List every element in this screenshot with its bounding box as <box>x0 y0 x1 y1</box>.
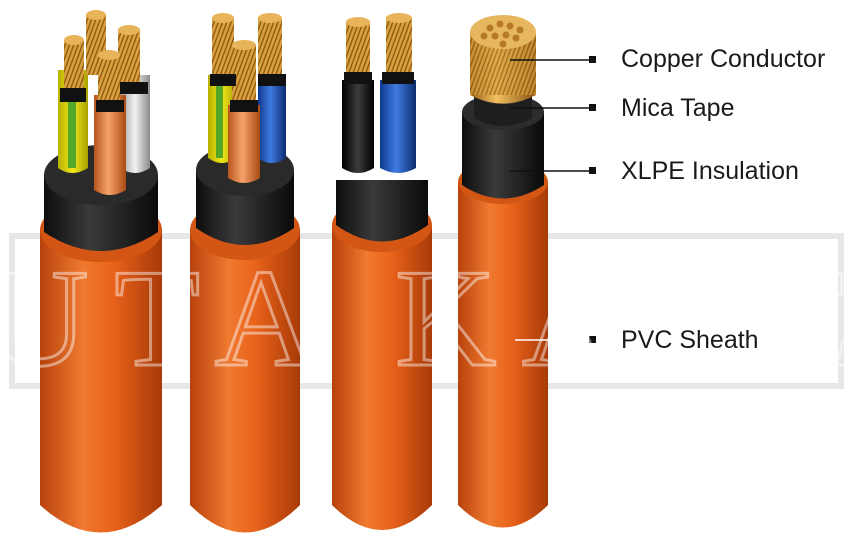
copper-conductor-label: Copper Conductor <box>621 45 826 73</box>
core-brown <box>228 105 260 183</box>
core-black <box>342 80 374 173</box>
pvc-sheath <box>332 225 432 530</box>
cable-1-core-cutaway <box>458 15 548 528</box>
xlpe-insulation-label: XLPE Insulation <box>621 157 799 185</box>
core-blue <box>380 80 416 173</box>
callout-leaders <box>510 56 596 343</box>
core-blue <box>258 75 286 163</box>
core-white <box>120 75 150 173</box>
pvc-sheath <box>458 182 548 528</box>
mica-tape-label: Mica Tape <box>621 94 735 122</box>
conductor-end-face <box>470 15 536 49</box>
cable-5-core <box>40 10 162 533</box>
cable-4-core <box>190 13 300 533</box>
copper-strands <box>212 18 234 78</box>
copper-strands <box>64 40 84 90</box>
cable-2-core <box>332 13 432 530</box>
pvc-sheath <box>190 230 300 533</box>
xlpe-insulation-layer <box>462 112 544 199</box>
pvc-sheath <box>40 230 162 533</box>
core-brown <box>94 95 126 195</box>
watermark-text: DUTA KABEL <box>0 241 851 396</box>
black-inner-layer <box>336 180 428 242</box>
pvc-sheath-label: PVC Sheath <box>621 326 759 354</box>
